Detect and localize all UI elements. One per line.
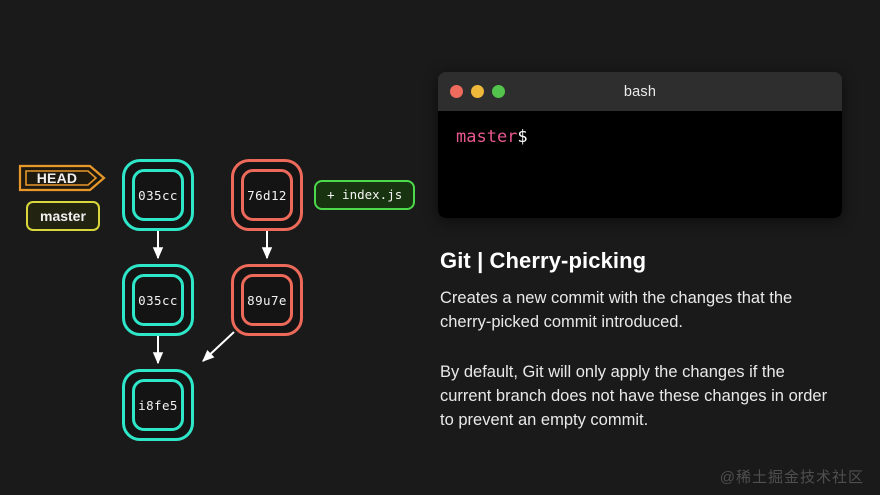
terminal-prompt: master$: [456, 127, 824, 147]
page-title: Git | Cherry-picking: [440, 248, 647, 273]
description-paragraph-2: By default, Git will only apply the chan…: [440, 363, 828, 429]
commit-graph: HEAD master 035cc 76d12 035cc 89u7e: [0, 0, 430, 495]
terminal-title: bash: [623, 83, 657, 100]
branch-badge-master[interactable]: master: [26, 201, 100, 231]
watermark: @稀土掘金技术社区: [719, 469, 864, 486]
window-controls: [450, 72, 505, 111]
prompt-sigil: $: [517, 127, 528, 147]
commit-sha: 035cc: [138, 292, 178, 308]
commit-node-inner: 035cc: [132, 274, 184, 326]
commit-node-76d12[interactable]: 76d12: [231, 159, 303, 231]
commit-node-inner: 89u7e: [241, 274, 293, 326]
commit-node-035cc-mid[interactable]: 035cc: [122, 264, 194, 336]
commit-node-89u7e[interactable]: 89u7e: [231, 264, 303, 336]
commit-sha: i8fe5: [138, 397, 178, 413]
head-pennant-shape: [18, 164, 106, 192]
prompt-branch: master: [456, 127, 518, 147]
commit-node-i8fe5[interactable]: i8fe5: [122, 369, 194, 441]
minimize-icon[interactable]: [471, 85, 484, 98]
commit-sha: 89u7e: [247, 292, 287, 308]
description-paragraph-1: Creates a new commit with the changes th…: [440, 289, 793, 331]
head-badge[interactable]: HEAD: [18, 164, 106, 192]
file-change-chip[interactable]: + index.js: [314, 180, 416, 210]
edge-89u7e-to-i8fe5: [202, 331, 235, 362]
commit-node-inner: i8fe5: [132, 379, 184, 431]
graph-connectors: [152, 231, 273, 365]
commit-node-035cc-top[interactable]: 035cc: [122, 159, 194, 231]
commit-node-inner: 76d12: [241, 169, 293, 221]
commit-sha: 76d12: [247, 187, 287, 203]
terminal-titlebar[interactable]: bash: [438, 72, 842, 111]
commit-sha: 035cc: [138, 187, 178, 203]
terminal-body[interactable]: master$: [438, 111, 842, 218]
commit-node-inner: 035cc: [132, 169, 184, 221]
head-badge-label: HEAD: [36, 170, 78, 186]
close-icon[interactable]: [450, 85, 463, 98]
right-column: bash master$ Git | Cherry-picking Create…: [438, 0, 880, 495]
terminal-window: bash master$: [438, 72, 842, 218]
maximize-icon[interactable]: [492, 85, 505, 98]
